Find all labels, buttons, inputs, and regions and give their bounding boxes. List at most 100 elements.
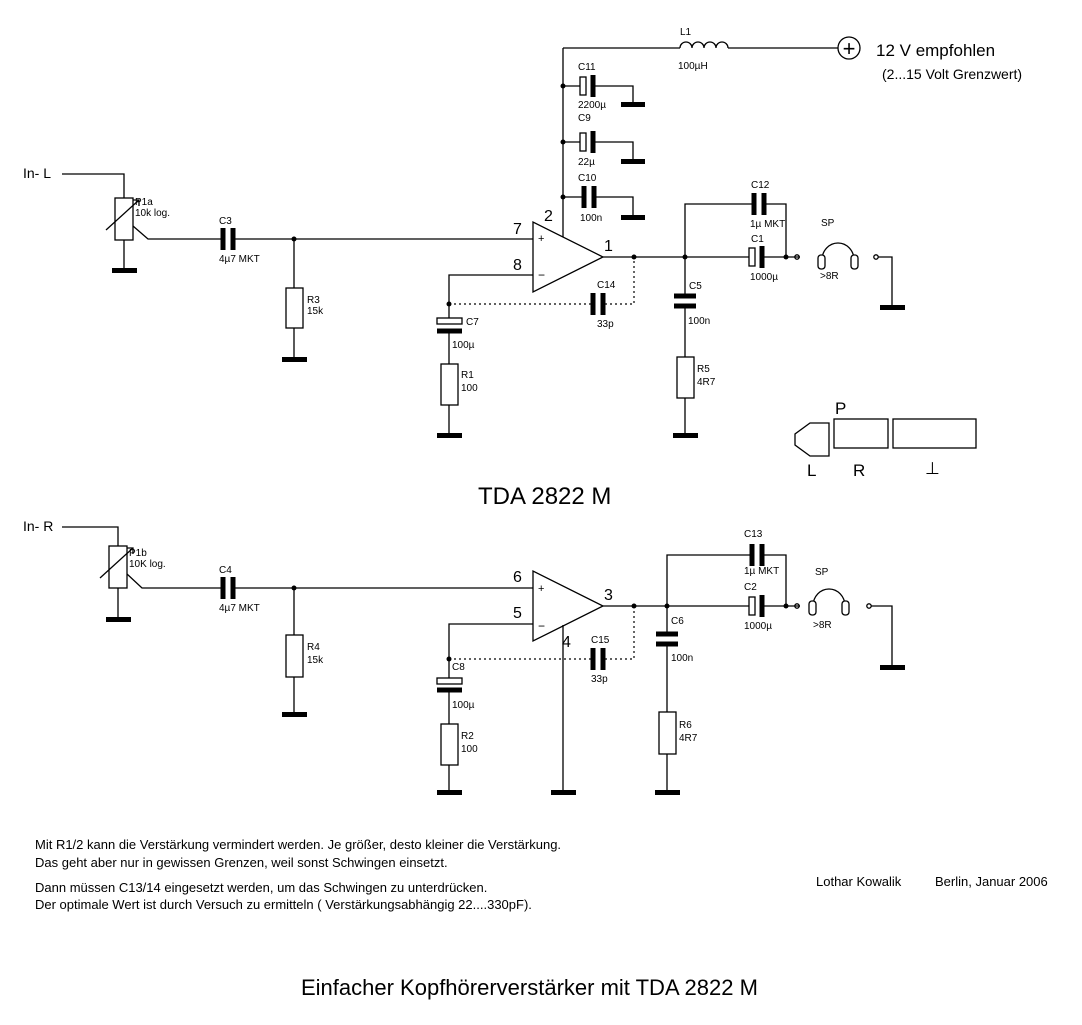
channel-right: In- R P1b 10K log. C4 4µ7 MKT R4 15k +	[23, 518, 905, 795]
l1-value: 100µH	[678, 61, 708, 72]
sp1-name: SP	[821, 218, 835, 229]
p1b-name: P1b	[129, 548, 147, 559]
note-line-2: Das geht aber nur in gewissen Grenzen, w…	[35, 855, 448, 870]
c3-value: 4µ7 MKT	[219, 254, 260, 265]
capacitor-c3: C3 4µ7 MKT	[219, 216, 260, 265]
pin-6: 6	[513, 569, 522, 586]
sp1-value: >8R	[820, 271, 839, 282]
r4-name: R4	[307, 642, 320, 653]
r2-value: 100	[461, 744, 478, 755]
top-minus: −	[538, 268, 545, 282]
r2-name: R2	[461, 731, 474, 742]
supply-sublabel: (2...15 Volt Grenzwert)	[882, 66, 1022, 82]
c11-name: C11	[578, 62, 596, 73]
c1-value: 1000µ	[750, 272, 778, 283]
jack-plug-diagram: P L R ⊥	[794, 399, 977, 480]
sp2-value: >8R	[813, 620, 832, 631]
r1-value: 100	[461, 383, 478, 394]
r6-value: 4R7	[679, 733, 698, 744]
c6-value: 100n	[671, 653, 693, 664]
r4-value: 15k	[307, 655, 324, 666]
c8-value: 100µ	[452, 700, 475, 711]
c4-name: C4	[219, 565, 232, 576]
c10-name: C10	[578, 173, 597, 184]
jack-gnd-label: ⊥	[925, 459, 940, 478]
p1b-value: 10K log.	[129, 559, 166, 570]
c2-value: 1000µ	[744, 621, 772, 632]
supply-section: L1 100µH + 12 V empfohlen (2...15 Volt G…	[560, 27, 1022, 228]
r5-name: R5	[697, 364, 710, 375]
c13-name: C13	[744, 529, 763, 540]
c13-value: 1µ MKT	[744, 566, 779, 577]
sp2-name: SP	[815, 567, 829, 578]
jack-l-label: L	[807, 461, 816, 480]
capacitor-c9: C9 22µ	[563, 113, 645, 168]
resistor-r6: R6 4R7	[658, 711, 698, 755]
speaker-jack-bottom	[794, 603, 800, 609]
author-place-date: Berlin, Januar 2006	[935, 874, 1048, 889]
note-line-1: Mit R1/2 kann die Verstärkung vermindert…	[35, 837, 561, 852]
r5-value: 4R7	[697, 377, 716, 388]
c1-name: C1	[751, 234, 764, 245]
channel-left: In- L P1a 10k log. C3 4µ7 MKT R3 15k +	[23, 165, 905, 438]
input-right-label: In- R	[23, 518, 53, 534]
notes: Mit R1/2 kann die Verstärkung vermindert…	[35, 837, 561, 912]
capacitor-c14: C14 33p	[590, 280, 616, 330]
c2-name: C2	[744, 582, 757, 593]
jack-p-label: P	[835, 399, 846, 418]
l1-name: L1	[680, 27, 692, 38]
capacitor-c10: C10 100n	[563, 173, 645, 224]
top-plus: +	[538, 233, 544, 245]
chip-title: TDA 2822 M	[478, 483, 611, 510]
bottom-plus: +	[538, 583, 544, 595]
resistor-r5: R5 4R7	[676, 356, 716, 399]
supply-plus: +	[843, 36, 856, 61]
amplifier-bottom: + − 6 5 4 3	[513, 569, 613, 795]
c14-value: 33p	[597, 319, 614, 330]
amplifier-top: + − 2 7 8 1	[513, 208, 613, 294]
author-name: Lothar Kowalik	[816, 874, 902, 889]
headphone-icon: SP >8R	[817, 218, 859, 282]
caption: Einfacher Kopfhörerverstärker mit TDA 28…	[301, 975, 758, 1000]
jack-r-label: R	[853, 461, 865, 480]
c10-value: 100n	[580, 213, 602, 224]
supply-label: 12 V empfohlen	[876, 41, 995, 60]
capacitor-c11: C11 2200µ	[563, 62, 645, 111]
c3-name: C3	[219, 216, 232, 227]
capacitor-c1: C1 1000µ	[748, 234, 778, 283]
capacitor-c6: C6 100n	[656, 616, 693, 664]
inductor-l1	[679, 41, 729, 49]
resistor-r1: R1 100	[440, 363, 478, 406]
resistor-r3: R3 15k	[285, 287, 324, 329]
c6-name: C6	[671, 616, 684, 627]
potentiometer-p1a: P1a 10k log.	[105, 197, 170, 241]
pin-7: 7	[513, 221, 522, 238]
pin-4: 4	[562, 634, 571, 651]
c8-name: C8	[452, 662, 465, 673]
p1a-value: 10k log.	[135, 208, 170, 219]
pin-8: 8	[513, 257, 522, 274]
c12-value: 1µ MKT	[750, 219, 785, 230]
c5-name: C5	[689, 281, 702, 292]
capacitor-c8: C8 100µ	[436, 662, 475, 711]
bottom-minus: −	[538, 619, 545, 633]
c7-value: 100µ	[452, 340, 475, 351]
capacitor-c7: C7 100µ	[436, 317, 479, 351]
pin-2: 2	[544, 208, 553, 225]
r3-value: 15k	[307, 306, 324, 317]
c9-name: C9	[578, 113, 591, 124]
potentiometer-p1b: P1b 10K log.	[99, 545, 166, 589]
input-left-label: In- L	[23, 165, 51, 181]
headphone-icon: SP >8R	[808, 567, 850, 631]
resistor-r4: R4 15k	[285, 634, 324, 678]
c14-name: C14	[597, 280, 616, 291]
pin-5: 5	[513, 605, 522, 622]
c7-name: C7	[466, 317, 479, 328]
capacitor-c12: C12 1µ MKT	[750, 180, 785, 230]
speaker-jack-top	[794, 254, 800, 260]
pin-3: 3	[604, 587, 613, 604]
note-line-4: Der optimale Wert ist durch Versuch zu e…	[35, 897, 532, 912]
capacitor-c2: C2 1000µ	[744, 582, 772, 632]
capacitor-c15: C15 33p	[590, 635, 610, 685]
